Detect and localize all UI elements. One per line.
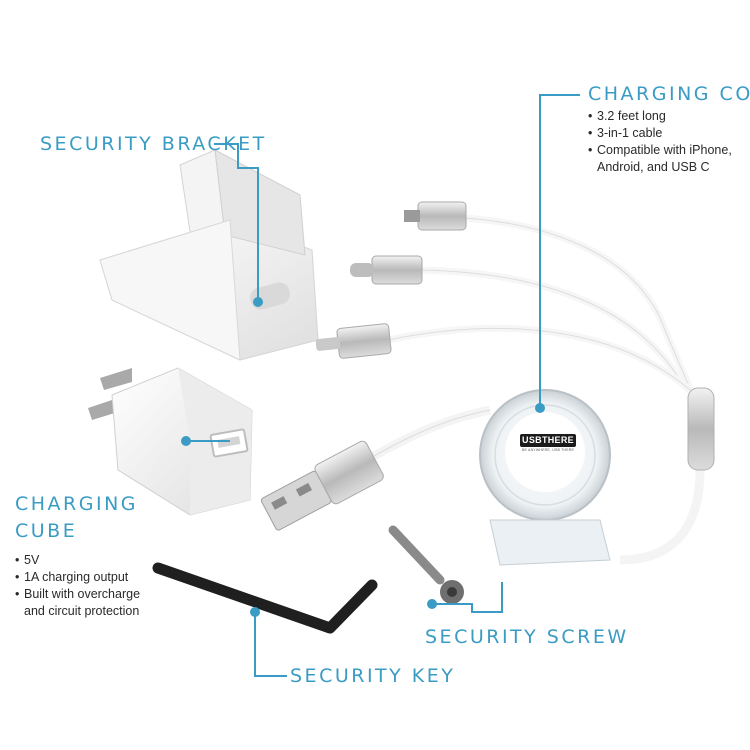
reel-logo: USBTHERE BE ANYWHERE, USB THERE [520,434,576,453]
bullet-item: 3.2 feet long [588,108,738,125]
security-screw-image [388,525,464,604]
bullet-item: 5V [15,552,145,569]
security-screw-title: SECURITY SCREW [425,626,629,648]
reel-logo-tagline: BE ANYWHERE, USB THERE [522,448,574,452]
bullet-item: Built with overcharge and circuit protec… [15,586,145,620]
security-key-image [152,562,378,634]
reel-logo-text: USBTHERE [520,434,576,447]
bullet-item: Compatible with iPhone, Android, and USB… [588,142,738,176]
security-key-leader [254,612,287,677]
bullet-item: 3-in-1 cable [588,125,738,142]
charging-cord-title: CHARGING CORD [588,83,750,105]
bullet-item: 1A charging output [15,569,145,586]
leader-dots [181,297,545,617]
charging-cube-title-line2: CUBE [15,520,78,542]
leader-lines [186,94,580,677]
security-bracket-leader [214,143,259,300]
charging-cord-leader [539,94,580,408]
security-key-title: SECURITY KEY [290,665,456,687]
security-screw-leader [432,582,503,613]
security-bracket-title: SECURITY BRACKET [40,133,267,155]
charging-cord-bullets: 3.2 feet long 3-in-1 cable Compatible wi… [588,108,738,176]
security-bracket-image [99,149,319,361]
charging-cord-image [260,201,715,566]
charging-cube-bullets: 5V 1A charging output Built with overcha… [15,552,145,620]
charging-cube-title-line1: CHARGING [15,493,139,515]
